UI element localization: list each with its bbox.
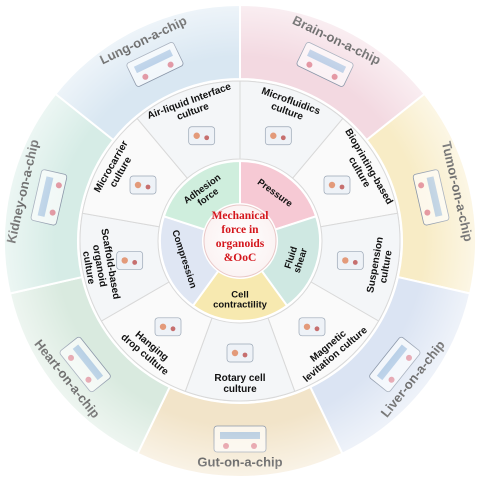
organoid-dot [353,260,358,265]
middle-illustration-magnetic-levitation-culture [299,318,325,336]
organoid-dot [135,182,141,188]
center-label-line-4: &OoC [224,252,257,264]
culture-vessel [189,127,215,145]
middle-illustration-suspension-culture [337,251,363,269]
middle-illustration-bioprinting-based-culture [324,176,350,194]
organoid-dot [340,185,345,190]
middle-label-rotary-cell-culture-line-1: Rotary cell [214,373,265,384]
culture-vessel [155,318,181,336]
organoid-dot [329,182,335,188]
middle-illustration-scaffold-based-organoid-culture [117,251,143,269]
middle-illustration-microcarrier-culture [130,176,156,194]
middle-label-rotary-cell-culture-line-2: culture [223,384,257,395]
organoid-dot [193,133,199,139]
organoid-dot [146,185,151,190]
organoid-dot [171,326,176,331]
culture-vessel [337,251,363,269]
organoid-dot [204,135,209,140]
organoid-dot [232,350,238,356]
middle-illustration-rotary-cell-culture [227,344,253,362]
center-hub: Mechanical force in organoids &OoC [204,205,276,277]
culture-vessel [324,176,350,194]
middle-illustration-microfluidics-culture [265,127,291,145]
organoid-dot [122,257,128,263]
culture-vessel [117,251,143,269]
organoid-dot [270,133,276,139]
inner-label-cell-contractility-part-2: contractility [213,300,268,311]
organoid-dot [281,135,286,140]
middle-illustration-air-liquid-interface-culture [189,127,215,145]
culture-vessel [265,127,291,145]
culture-vessel [227,344,253,362]
culture-vessel [299,318,325,336]
center-label-line-2: force in [221,224,259,236]
organoid-dot [160,324,166,330]
culture-vessel [130,176,156,194]
organoid-dot [243,353,248,358]
middle-illustration-hanging-drop-culture [155,318,181,336]
organoid-dot [315,326,320,331]
organoid-dot [304,324,310,330]
center-label-line-3: organoids [216,238,265,250]
organoid-dot [342,257,348,263]
organoid-dot [132,260,137,265]
center-label-line-1: Mechanical [212,210,269,222]
